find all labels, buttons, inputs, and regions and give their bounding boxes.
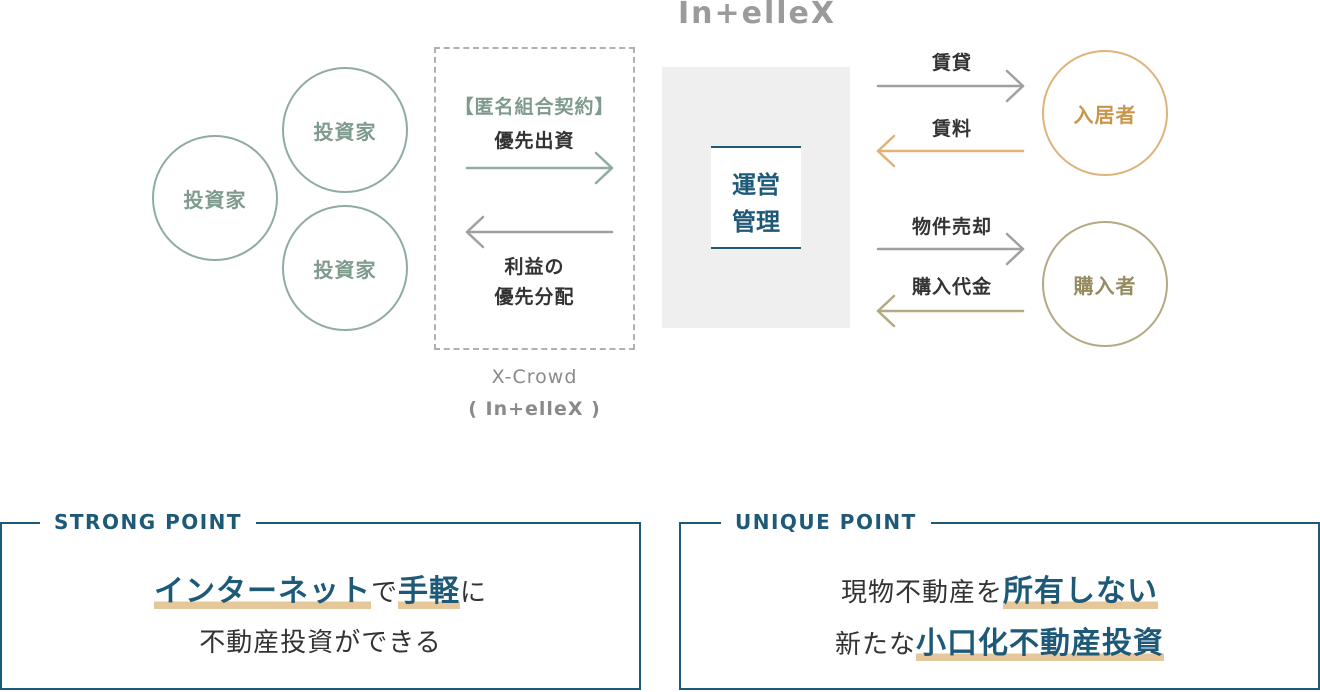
text-new: 新たな: [834, 630, 916, 660]
text-de: で: [370, 578, 398, 608]
price-arrow: [876, 294, 1025, 328]
investor-circle: 投資家: [282, 67, 408, 193]
operation-label-box: 運営 管理: [711, 146, 801, 249]
buyer-label: 購入者: [1073, 273, 1137, 298]
buyer-circle: 購入者: [1042, 221, 1168, 347]
investor-circle: 投資家: [152, 135, 278, 261]
strong-point-title: STRONG POINT: [40, 510, 257, 534]
profit-label-line2: 優先分配: [494, 286, 575, 308]
invest-label: 優先出資: [494, 130, 575, 152]
sell-label: 物件売却: [911, 216, 992, 238]
highlight-easy: 手軽: [398, 574, 460, 609]
unique-point-line2: 新たな小口化不動産投資: [681, 618, 1318, 662]
xcrowd-caption: X-Crowd: [491, 366, 578, 388]
operation-label-line1: 運営: [732, 171, 780, 199]
intellex-logo: In+elleX: [677, 0, 837, 31]
rent-fee-label: 賃料: [931, 118, 972, 140]
highlight-fractional-investment: 小口化不動産投資: [916, 626, 1164, 661]
tenant-circle: 入居者: [1042, 50, 1168, 176]
strong-point-panel: インターネットで手軽に 不動産投資ができる: [0, 522, 641, 690]
profit-label-line1: 利益の: [504, 256, 565, 278]
lease-label: 賃貸: [931, 52, 972, 74]
unique-point-line1: 現物不動産を所有しない: [681, 566, 1318, 610]
invest-arrow: [465, 151, 614, 185]
xcrowd-box: [434, 47, 635, 350]
strong-point-line2: 不動産投資ができる: [199, 628, 442, 658]
investor-label: 投資家: [313, 119, 377, 144]
contract-label: 【匿名組合契約】: [454, 96, 615, 118]
text-ni: に: [460, 578, 488, 608]
price-label: 購入代金: [911, 276, 992, 298]
investor-circle: 投資家: [282, 205, 408, 331]
strong-point-line1: インターネットで手軽に: [2, 566, 639, 610]
tenant-label: 入居者: [1073, 102, 1137, 127]
sell-arrow: [876, 232, 1025, 266]
investor-label: 投資家: [183, 187, 247, 212]
unique-point-title: UNIQUE POINT: [721, 510, 931, 534]
rent-arrow: [876, 134, 1025, 168]
text-physical-realestate: 現物不動産を: [840, 578, 1003, 608]
lease-arrow: [876, 69, 1025, 103]
investor-label: 投資家: [313, 257, 377, 282]
operation-label-line2: 管理: [732, 208, 780, 236]
profit-arrow: [465, 215, 614, 249]
xcrowd-caption-company: ( In+elleX ): [468, 398, 601, 420]
unique-point-panel: 現物不動産を所有しない 新たな小口化不動産投資: [679, 522, 1320, 690]
highlight-internet: インターネット: [153, 574, 371, 609]
highlight-not-own: 所有しない: [1003, 574, 1158, 609]
